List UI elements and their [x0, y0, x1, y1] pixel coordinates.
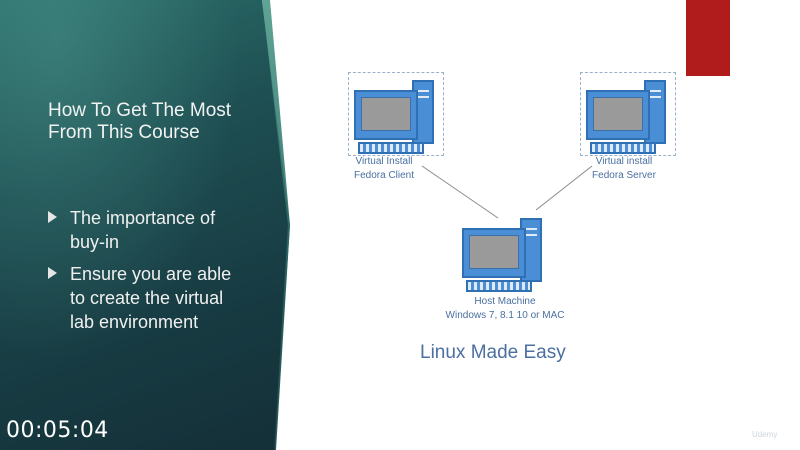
left-panel-gradient [0, 0, 290, 450]
udemy-watermark: Udemy [752, 430, 778, 439]
computer-client-icon [348, 72, 444, 158]
caption-host: Host Machine Windows 7, 8.1 10 or MAC [430, 295, 580, 323]
slide-title: How To Get The Most From This Course [48, 100, 232, 143]
triangle-right-icon [48, 211, 57, 223]
caption-line: Virtual Install [355, 156, 413, 167]
bullet-item-1: The importance of buy-in [48, 206, 248, 254]
diagram-label: Linux Made Easy [420, 342, 566, 363]
computer-server-icon [580, 72, 676, 158]
red-accent-tab [686, 0, 730, 76]
computer-host-icon [462, 216, 552, 296]
caption-server: Virtual install Fedora Server [554, 155, 694, 183]
bullet-text: The importance of buy-in [70, 208, 216, 252]
bullet-text: Ensure you are able to create the virtua… [70, 264, 232, 332]
bullet-item-2: Ensure you are able to create the virtua… [48, 262, 248, 334]
caption-line: Fedora Client [353, 170, 415, 181]
left-panel [0, 0, 290, 450]
caption-line: Windows 7, 8.1 10 or MAC [445, 310, 565, 321]
triangle-right-icon [48, 267, 57, 279]
caption-client: Virtual Install Fedora Client [314, 155, 454, 183]
video-timer: 00:05:04 [6, 418, 109, 443]
caption-line: Fedora Server [592, 170, 656, 181]
caption-line: Host Machine [474, 296, 536, 307]
caption-line: Virtual install [595, 156, 653, 167]
